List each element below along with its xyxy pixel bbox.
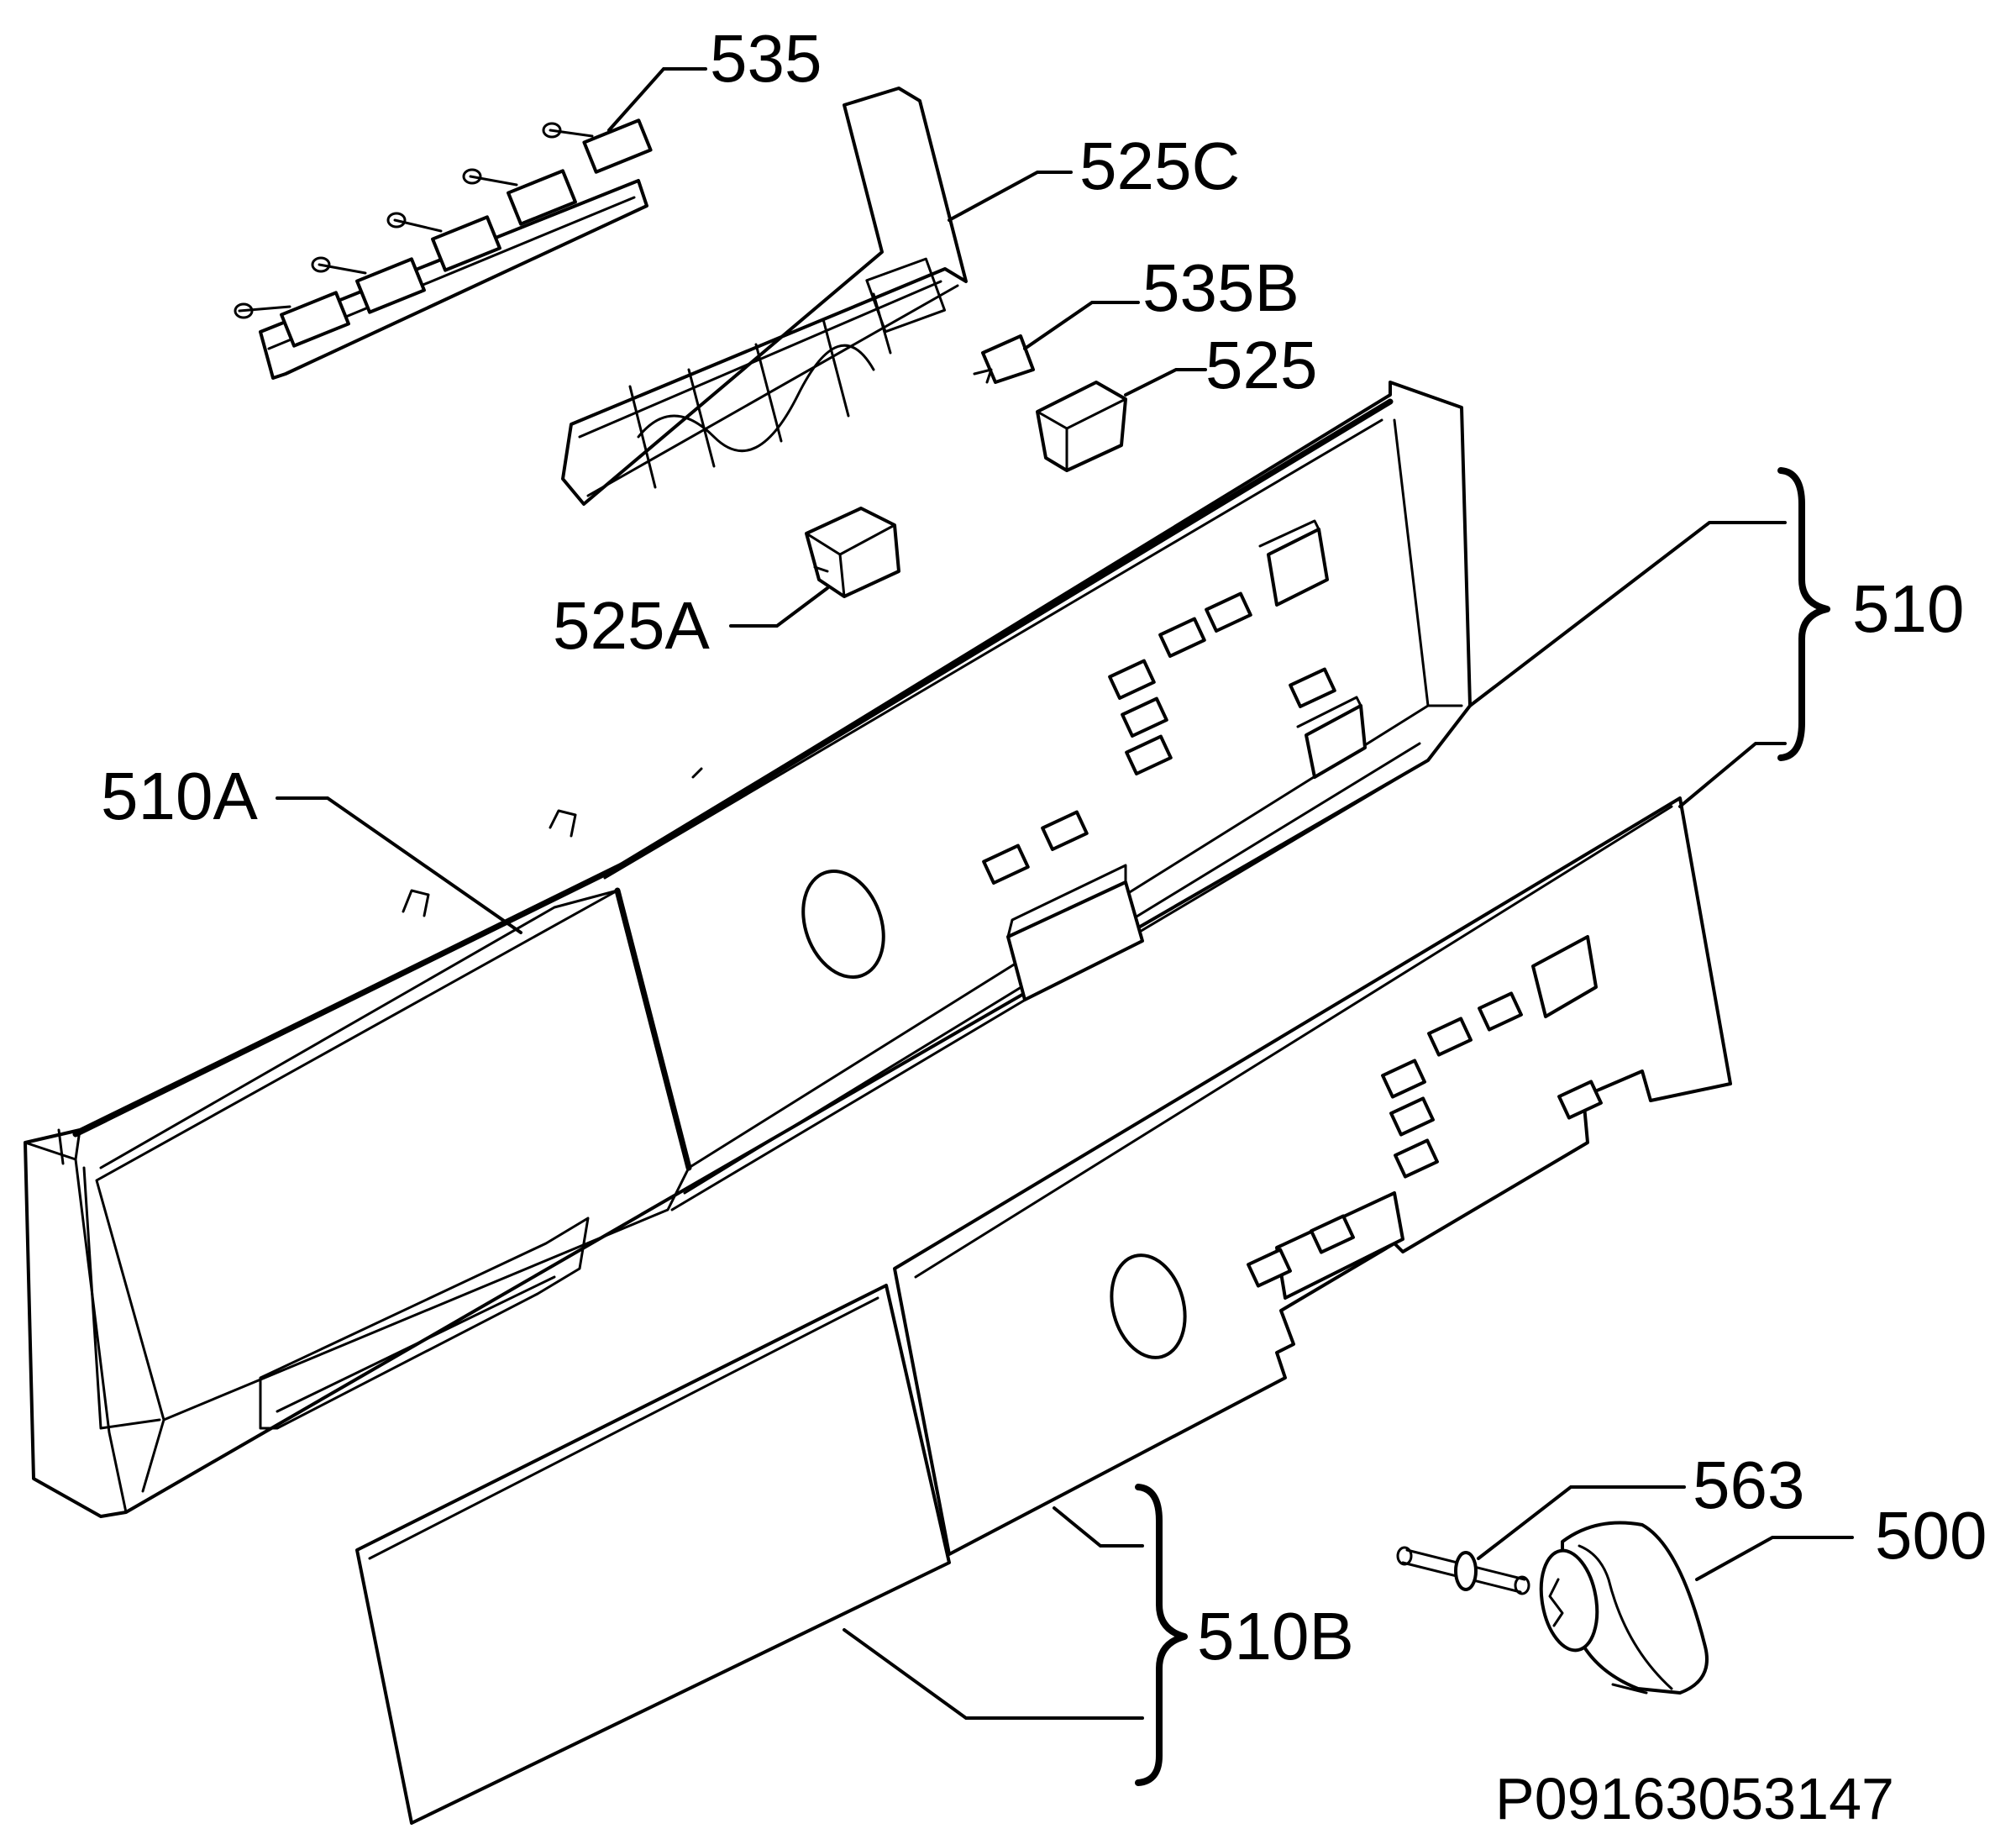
leader-lines	[276, 67, 1854, 1720]
leader-510A	[276, 796, 522, 934]
drawing-code: P09163053147	[1495, 1766, 1894, 1831]
leader-535B	[1023, 301, 1140, 350]
leader-510B-lower	[843, 1628, 1144, 1720]
callout-535: 535	[710, 21, 822, 96]
leader-563	[1477, 1485, 1686, 1560]
leader-525	[1124, 368, 1207, 397]
part-563-pin	[1396, 1546, 1530, 1595]
leader-510B-upper	[1053, 1506, 1144, 1548]
leader-500	[1695, 1536, 1854, 1581]
callout-525A: 525A	[553, 588, 710, 663]
leader-525A	[729, 586, 829, 628]
callout-labels: 535 525C 535B 525 525A 510 510A 510B 563…	[101, 21, 1987, 1831]
callout-525: 525	[1205, 328, 1317, 402]
leader-535	[607, 67, 707, 132]
part-535-switch-strip	[234, 118, 653, 380]
part-500-knob	[1539, 1521, 1709, 1695]
leader-510-lower	[1678, 742, 1787, 808]
leader-525C	[948, 171, 1073, 222]
part-510B-decor-panels	[355, 796, 1732, 1825]
callout-510B: 510B	[1197, 1599, 1354, 1674]
brace-510	[1777, 467, 1830, 761]
part-525A-button-cap	[805, 507, 900, 598]
callout-510: 510	[1852, 571, 1964, 646]
part-525-button-cap	[1036, 381, 1127, 472]
callout-500: 500	[1875, 1498, 1987, 1573]
brackets	[1135, 467, 1830, 1786]
part-535B-clip	[973, 334, 1035, 384]
callout-563: 563	[1693, 1448, 1804, 1522]
callout-535B: 535B	[1142, 250, 1299, 325]
part-510-control-panel	[24, 381, 1472, 1518]
brace-510B	[1135, 1484, 1188, 1786]
part-525C-board-carrier	[561, 87, 968, 506]
callout-510A: 510A	[101, 759, 258, 833]
callout-525C: 525C	[1079, 129, 1240, 203]
leader-510-upper	[1468, 521, 1787, 707]
